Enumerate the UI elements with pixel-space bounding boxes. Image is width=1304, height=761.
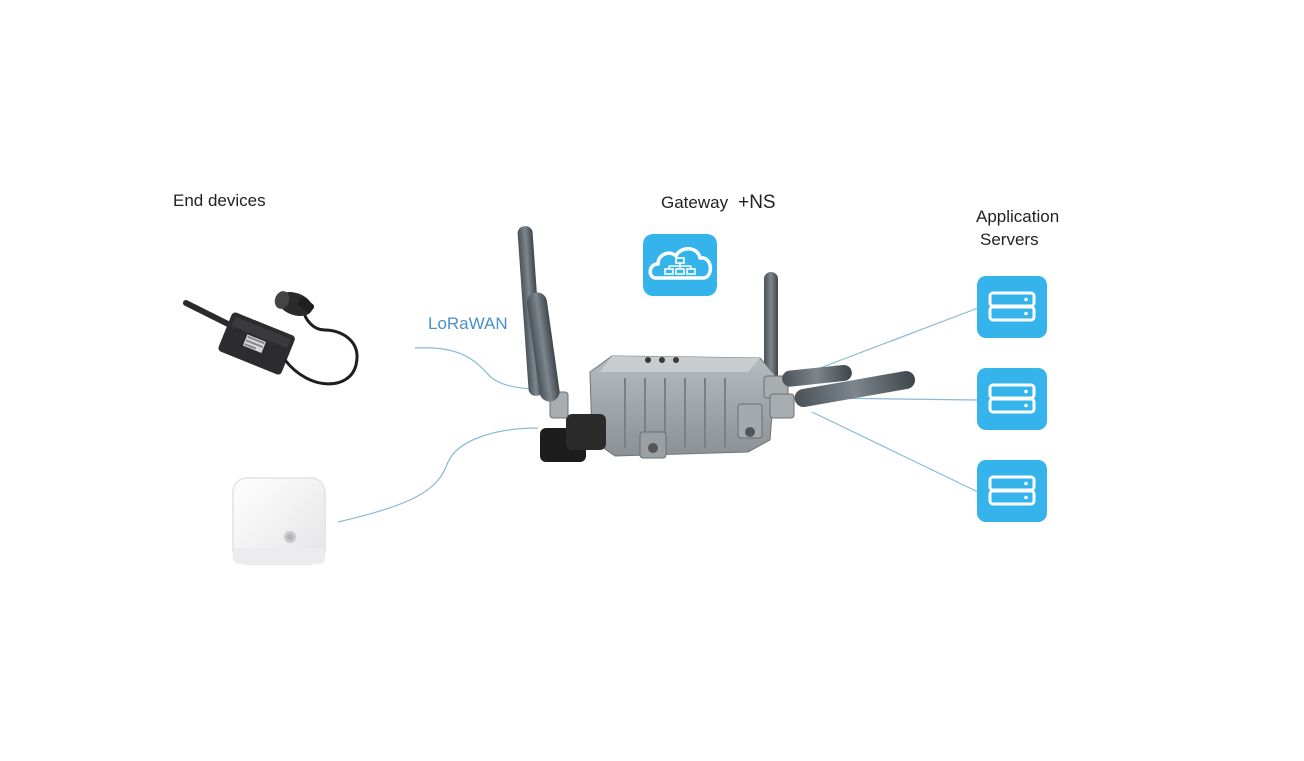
application-servers-label: Application Servers	[976, 205, 1059, 251]
gateway-label: Gateway +NS	[661, 192, 776, 214]
gateway-label-text: Gateway	[661, 193, 729, 212]
lorawan-label: LoRaWAN	[428, 314, 508, 333]
lorawan-link-sensor-1	[414, 347, 539, 391]
lorawan-link-sensor-2	[337, 427, 539, 523]
application-label-line2: Servers	[980, 230, 1039, 249]
backhaul-link-server-3	[811, 411, 979, 493]
application-label-line1: Application	[976, 207, 1060, 226]
backhaul-link-server-1	[819, 307, 979, 369]
network-server-label: +NS	[738, 192, 776, 213]
end-devices-label: End devices	[173, 191, 266, 210]
